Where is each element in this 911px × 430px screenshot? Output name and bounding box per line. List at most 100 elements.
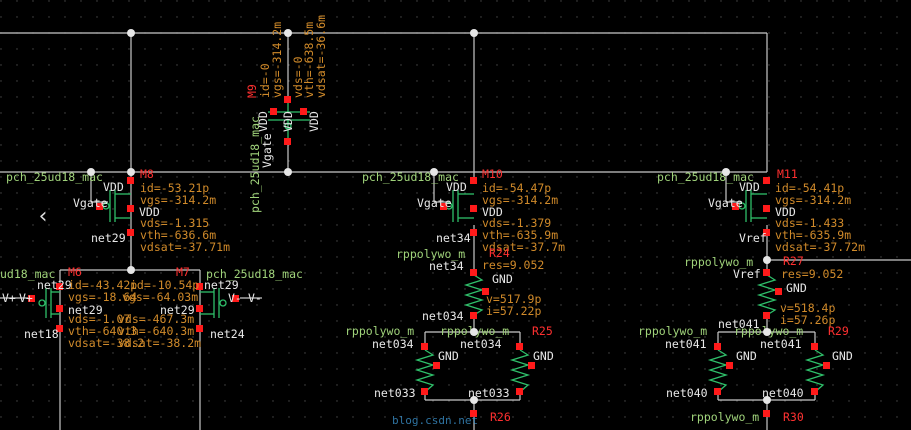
m10-vgs: vgs=-314.2m <box>482 193 558 207</box>
r25-right-top-net: net034 <box>460 337 502 351</box>
m6-bulk-net: net29 <box>68 303 103 317</box>
r29-left-model: rppolywo_m <box>638 324 707 338</box>
transistor-m11[interactable]: pch_25ud18_mac M11 VDD Vgate VDD Vref id… <box>657 167 865 254</box>
chevron-left-icon[interactable]: ‹ <box>38 204 48 229</box>
m10-vth: vth=-635.9m <box>482 228 558 242</box>
m8-source-label: VDD <box>103 180 124 194</box>
m9-source-label: VDD <box>281 111 295 132</box>
transistor-m9[interactable]: M9 id=-0 vgs=-314.2m vds=-0 vth=-638.5m … <box>245 15 328 213</box>
m6-vth: vth=-640.3 <box>68 324 137 338</box>
m7-vth: vth=-640.3m <box>118 324 194 338</box>
m8-model: pch_25ud18_mac <box>6 170 103 184</box>
m11-vth: vth=-635.9m <box>775 228 851 242</box>
m8-gate-label: Vgate <box>73 196 108 210</box>
resistor-r24[interactable]: rppolywo_m R24 net34 res=9.052 GND v=517… <box>396 246 544 323</box>
m7-bulk-net: net29 <box>160 303 195 317</box>
resistor-r30[interactable]: rppolywo_m R30 <box>690 410 804 424</box>
m9-name: M9 <box>245 84 259 98</box>
r25-left-bottom-net: net033 <box>374 386 416 400</box>
m9-vdsat: vdsat=-36.6m <box>314 15 328 98</box>
m7-drain-net: net24 <box>210 327 245 341</box>
m8-vgs: vgs=-314.2m <box>140 193 216 207</box>
m6-name: M6 <box>68 265 82 279</box>
m10-name: M10 <box>482 167 503 181</box>
m6-model: ud18_mac <box>0 267 55 281</box>
m8-vds: vds=-1.315 <box>140 216 209 230</box>
m6-drain-net: net18 <box>24 327 59 341</box>
m6-source-net: net29 <box>37 278 72 292</box>
r29-name: R29 <box>828 324 849 338</box>
r24-model: rppolywo_m <box>396 247 465 261</box>
m6-vgs: vgs=-18.64 <box>68 290 137 304</box>
resistor-r26[interactable]: R26 <box>470 410 511 424</box>
r25-name: R25 <box>532 324 553 338</box>
m11-vds: vds=-1.433 <box>775 216 844 230</box>
r29-left-top-net: net041 <box>665 337 707 351</box>
m11-source-label: VDD <box>739 180 760 194</box>
m10-vds: vds=-1.379 <box>482 216 551 230</box>
r29-left-bottom-net: net040 <box>666 386 708 400</box>
r29-right-top-net: net041 <box>760 337 802 351</box>
r25-right-bottom-net: net033 <box>468 386 510 400</box>
m7-gate-label: V- <box>228 291 242 305</box>
m7-name: M7 <box>176 265 190 279</box>
r24-i: i=57.22p <box>486 304 541 318</box>
r27-top-net: Vref <box>733 267 761 281</box>
m10-model: pch_25ud18_mac <box>362 170 459 184</box>
r25-left-top-net: net034 <box>372 337 414 351</box>
resistor-r27[interactable]: rppolywo_m R27 Vref res=9.052 GND v=518.… <box>684 254 843 331</box>
m11-bulk-label: VDD <box>775 205 796 219</box>
m9-vth: vth=-638.5m <box>302 22 316 98</box>
m9-drain-label: VDD <box>307 111 321 132</box>
m10-source-label: VDD <box>446 180 467 194</box>
m8-vth: vth=-636.6m <box>140 228 216 242</box>
r25-right-bulk: GND <box>533 349 554 363</box>
watermark: blog.csdn.net <box>392 414 478 427</box>
transistor-m7[interactable]: pch_25ud18_mac M7 net29 V- net29 net24 i… <box>118 265 303 350</box>
m11-drain-net: Vref <box>739 231 767 245</box>
junction-dots <box>87 29 771 404</box>
r27-res: res=9.052 <box>781 267 843 281</box>
m9-gate-label: Vgate <box>260 133 274 168</box>
r24-name: R24 <box>489 246 510 260</box>
m10-drain-net: net34 <box>436 231 471 245</box>
m11-vdsat: vdsat=-37.72m <box>775 240 865 254</box>
m9-id: id=-0 <box>258 63 272 98</box>
m8-vdsat: vdsat=-37.71m <box>140 240 230 254</box>
transistor-m6[interactable]: ud18_mac M6 net29 V+ net29 net18 id=-43.… <box>0 265 144 350</box>
r24-res: res=9.052 <box>482 258 544 272</box>
m8-drain-net: net29 <box>91 231 126 245</box>
m9-vds: vds=-0 <box>291 56 305 98</box>
m7-model: pch_25ud18_mac <box>206 267 303 281</box>
m9-model: pch_25ud18_mac <box>248 116 262 213</box>
m11-name: M11 <box>777 167 798 181</box>
m8-id: id=-53.21p <box>140 181 209 195</box>
r25-left-bulk: GND <box>438 349 459 363</box>
m11-gate-label: Vgate <box>708 196 743 210</box>
r30-name: R30 <box>783 410 804 424</box>
transistor-m8[interactable]: pch_25ud18_mac M8 VDD Vgate VDD net29 id… <box>6 167 230 254</box>
m7-id: id=-10.54p <box>130 278 199 292</box>
m10-vdsat: vdsat=-37.7m <box>482 240 565 254</box>
r27-i: i=57.26p <box>780 313 835 327</box>
r29-left-bulk: GND <box>736 349 757 363</box>
m6-vds: vds=-1.07 <box>68 312 130 326</box>
m10-gate-label: Vgate <box>417 196 452 210</box>
m9-vgs: vgs=-314.2m <box>270 22 284 98</box>
r26-name: R26 <box>490 410 511 424</box>
vplus-port[interactable]: V+ <box>2 291 16 305</box>
resistor-r29-pair[interactable]: rppolywo_m rppolywo_m R29 net041 net041 … <box>638 324 853 400</box>
m7-vds: vds=-467.3m <box>118 312 194 326</box>
m11-vgs: vgs=-314.2m <box>775 193 851 207</box>
r24-bottom-net: net034 <box>422 309 464 323</box>
r24-v: v=517.9p <box>486 292 541 306</box>
r27-name: R27 <box>783 254 804 268</box>
r27-bottom-net: net041 <box>718 317 760 331</box>
m8-name: M8 <box>140 167 154 181</box>
vminus-port[interactable]: V- <box>248 291 262 305</box>
r27-model: rppolywo_m <box>684 255 753 269</box>
m9-bulk-label: VDD <box>256 111 270 132</box>
m7-source-net: net29 <box>204 278 239 292</box>
